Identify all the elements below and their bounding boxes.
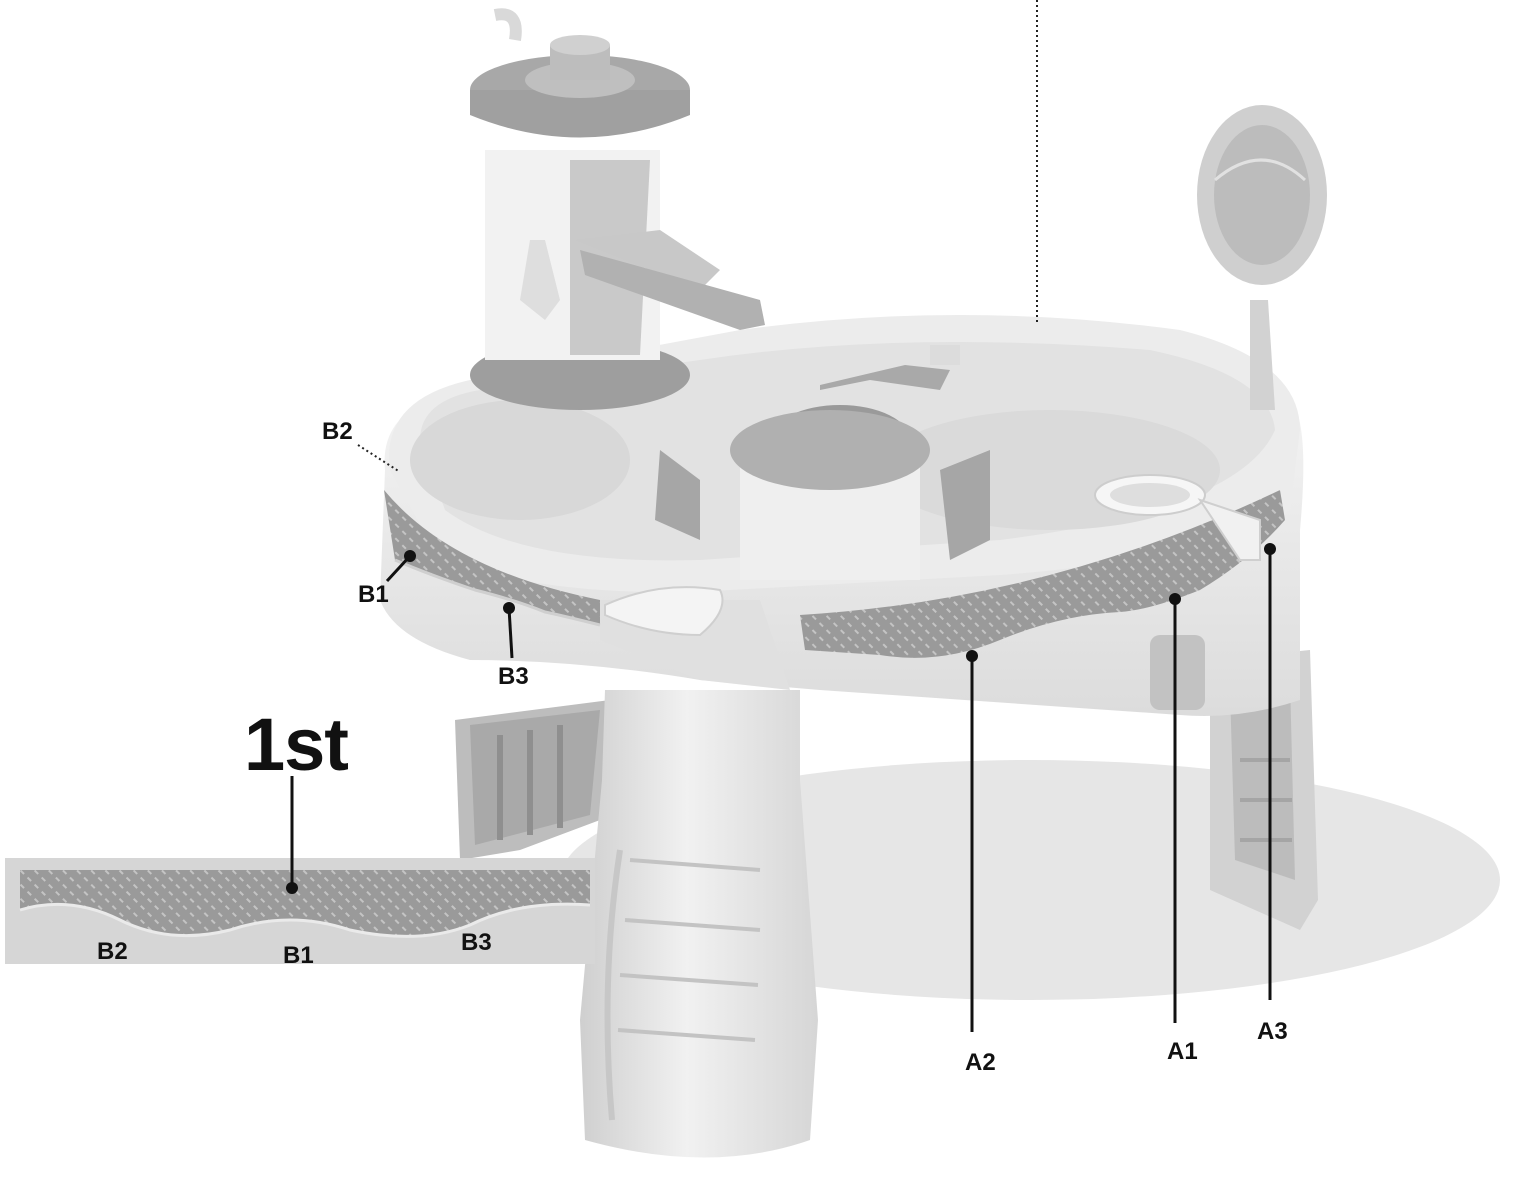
inset-label-b1: B1 (283, 942, 314, 969)
spout (604, 586, 724, 637)
logo-plaque (1150, 635, 1205, 710)
inset-photo (5, 858, 595, 964)
leader-b3 (507, 607, 514, 659)
leader-dots (286, 543, 1276, 894)
front-leg (580, 690, 818, 1158)
leader-lines (290, 549, 1272, 1032)
back-left-leg (455, 700, 610, 860)
callout-b1: B1 (358, 581, 389, 608)
back-right-leg (1210, 650, 1318, 930)
tower (470, 8, 690, 410)
leader-dotted (357, 0, 1038, 473)
step-label: 1st (244, 703, 349, 786)
scoop (1197, 105, 1327, 410)
callout-a1: A1 (1167, 1038, 1198, 1065)
inset-label-b3: B3 (461, 929, 492, 956)
cup (1094, 474, 1261, 561)
callout-a3: A3 (1257, 1018, 1288, 1045)
sticker-band-left (384, 490, 601, 627)
inset-label-b2: B2 (97, 938, 128, 965)
callout-a2: A2 (965, 1049, 996, 1076)
callout-b3: B3 (498, 663, 529, 690)
callout-b2: B2 (322, 418, 353, 445)
water-wheel (655, 345, 990, 580)
slide (575, 230, 765, 330)
sticker-band-right (800, 490, 1285, 658)
